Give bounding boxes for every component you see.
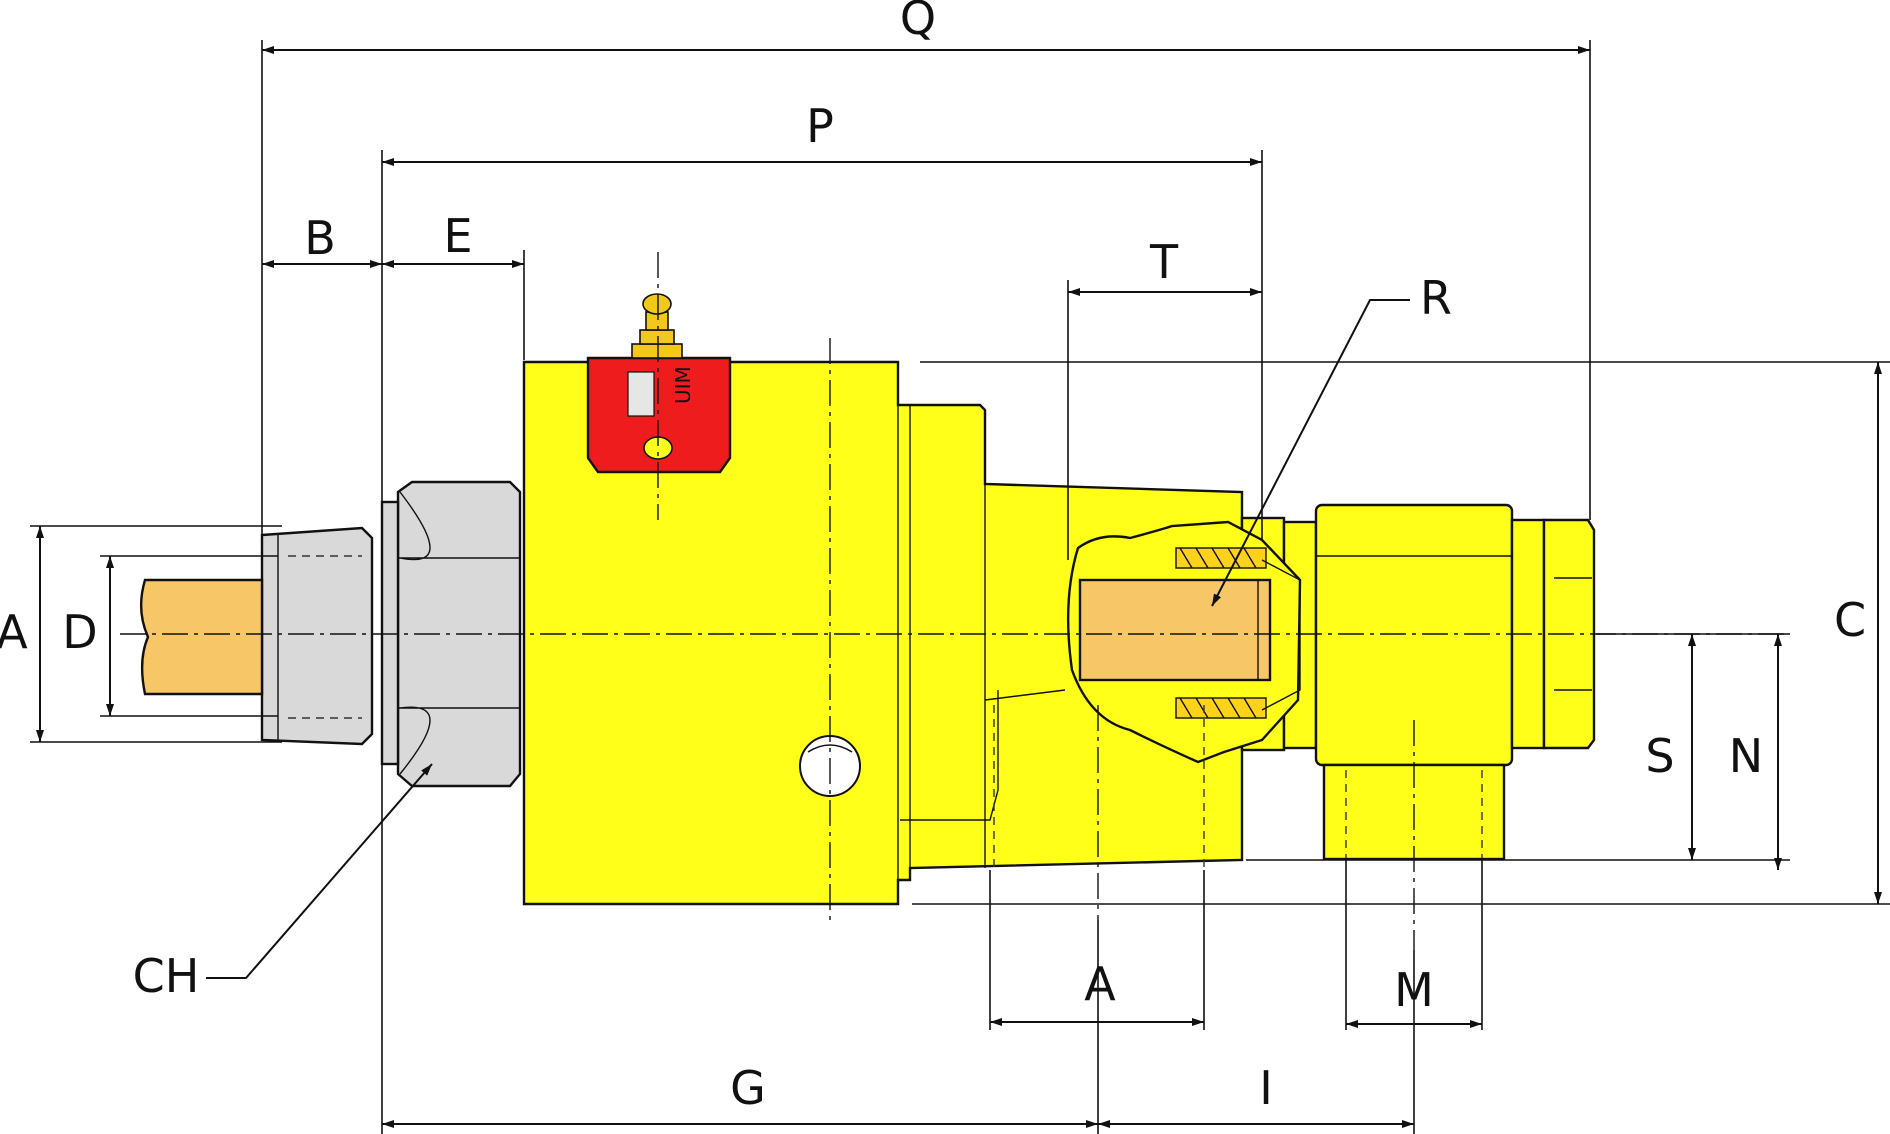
label-A-bottom: A [1084,957,1116,1011]
label-P: P [806,99,834,153]
tag-label-box [627,371,655,417]
label-C: C [1834,593,1866,647]
extension-lines [30,40,1890,1134]
label-D: D [62,605,97,659]
label-I: I [1259,1061,1273,1115]
label-CH: CH [133,949,200,1003]
seal-hatching [1175,547,1301,719]
housing-detail [897,405,1066,880]
shaft-inner [1078,578,1272,682]
label-S: S [1645,729,1674,783]
red-tag [586,356,732,474]
label-R: R [1420,271,1452,325]
dimension-lines [36,46,1882,1128]
label-E: E [443,209,472,263]
washer [380,500,400,766]
label-M: M [1394,963,1434,1017]
label-N: N [1729,729,1763,783]
label-A-left: A [0,605,28,659]
tag-text: UIM [671,366,695,404]
threaded-fitting [260,526,374,746]
label-Q: Q [900,0,936,45]
label-G: G [730,1061,766,1115]
label-B: B [304,211,336,265]
shaft-left [140,578,264,696]
label-T: T [1149,235,1179,289]
grease-nipple [631,293,683,359]
